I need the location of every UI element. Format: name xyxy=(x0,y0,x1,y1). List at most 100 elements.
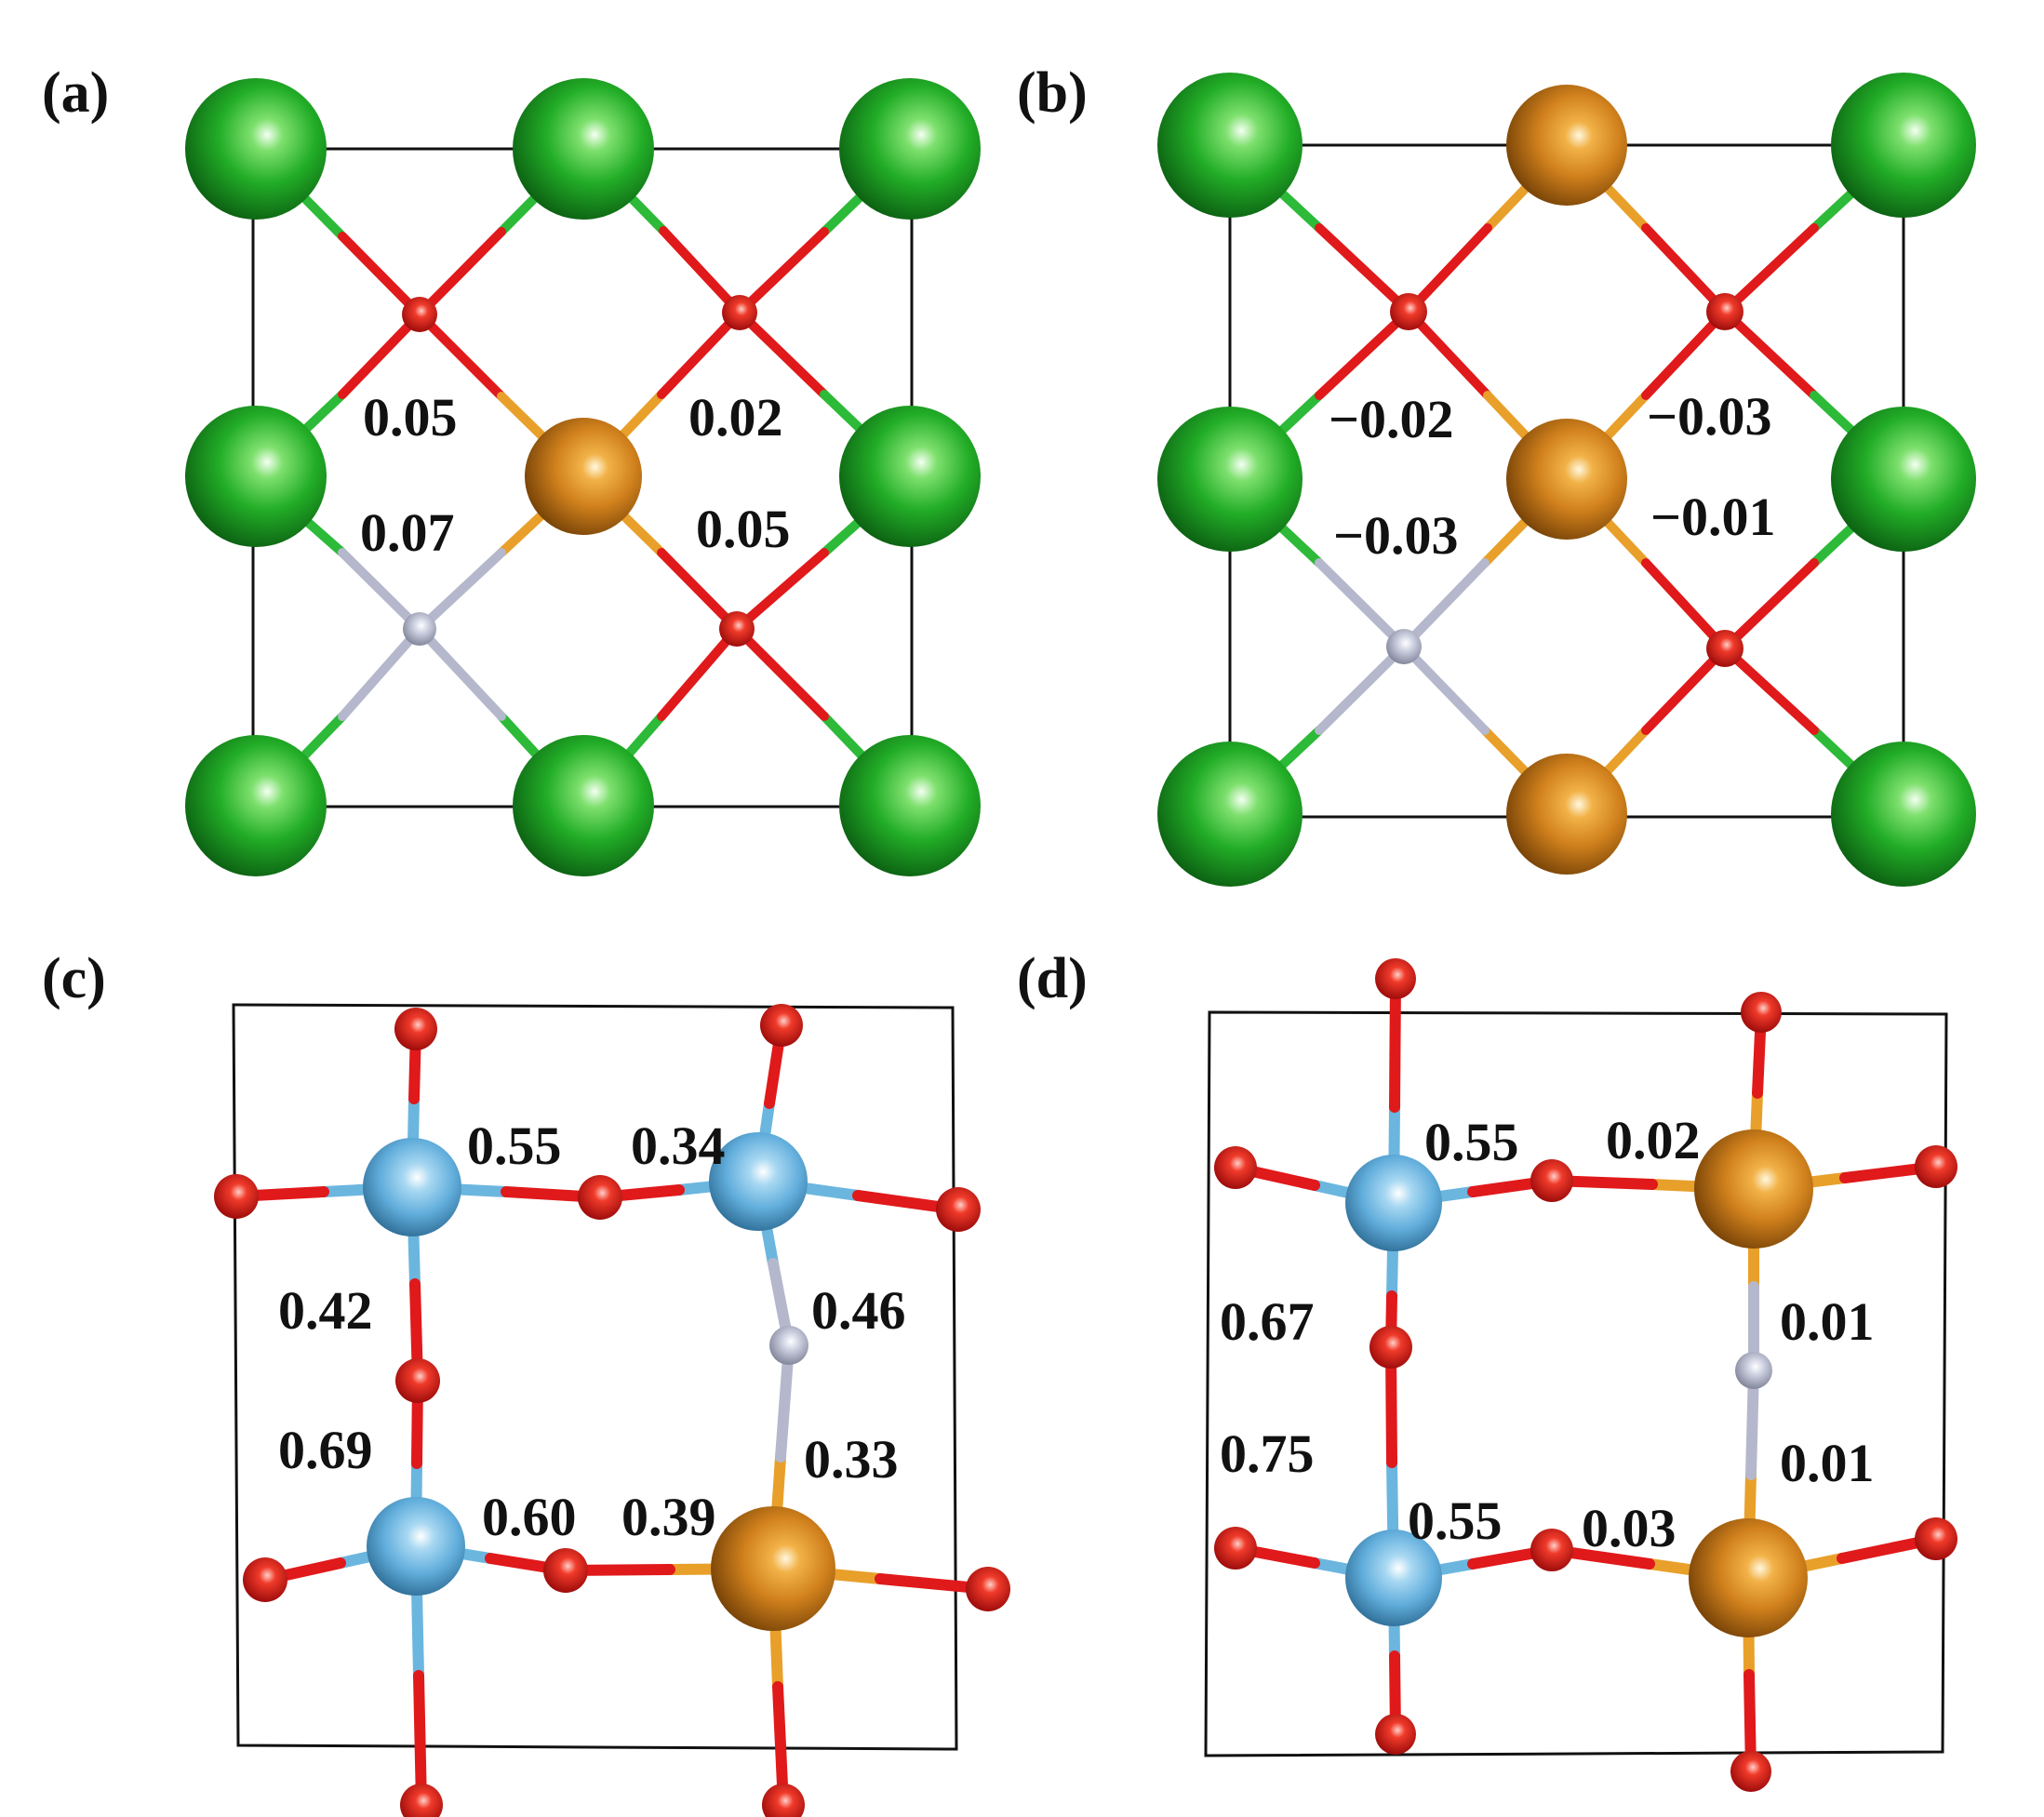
bond-value: 0.02 xyxy=(1606,1110,1701,1170)
red-atom xyxy=(395,1358,440,1403)
bond-value: 0.46 xyxy=(811,1280,906,1341)
bond xyxy=(657,624,741,721)
bond-value: 0.05 xyxy=(363,387,458,448)
orange-atom xyxy=(1506,754,1627,875)
bond xyxy=(338,548,424,634)
panel-label-a: (a) xyxy=(42,61,109,125)
bond-value: 0.07 xyxy=(360,502,455,563)
bond xyxy=(732,548,829,634)
bond xyxy=(735,227,829,317)
red-atom xyxy=(1530,1159,1573,1202)
bond xyxy=(1720,558,1819,653)
bond xyxy=(338,624,424,721)
bond xyxy=(1404,307,1492,400)
bond-value: 0.03 xyxy=(1582,1498,1677,1558)
bond xyxy=(1315,642,1409,735)
bond-value: 0.69 xyxy=(278,1420,373,1480)
bond xyxy=(657,308,744,399)
bond xyxy=(1720,307,1819,400)
red-atom xyxy=(1741,992,1782,1033)
green-atom xyxy=(1157,407,1303,552)
panel-b: (b) −0.02 −0.03 −0.03 −0.01 xyxy=(1017,61,1976,887)
orange-atom xyxy=(1689,1518,1808,1637)
bonds xyxy=(231,1020,994,1810)
red-atom xyxy=(966,1567,1010,1611)
bond xyxy=(415,310,506,401)
green-atom xyxy=(839,735,981,876)
bond xyxy=(1399,558,1490,651)
unit-cell-box xyxy=(232,1003,958,1751)
red-atom xyxy=(1730,1751,1771,1792)
panel-label-c: (c) xyxy=(42,947,106,1010)
green-atom xyxy=(185,78,327,220)
orange-atom xyxy=(1506,419,1627,540)
orange-atom xyxy=(1694,1129,1813,1249)
bond xyxy=(735,308,829,399)
red-atom xyxy=(1390,293,1427,330)
bond xyxy=(1315,558,1409,651)
red-atom xyxy=(1706,293,1743,330)
bond-value: 0.67 xyxy=(1220,1291,1315,1352)
bond xyxy=(1315,223,1413,316)
blue-atom xyxy=(363,1138,461,1236)
red-atom xyxy=(1915,1517,1957,1560)
bond-value: −0.03 xyxy=(1333,505,1459,566)
green-atom xyxy=(185,735,327,876)
bond-value: 0.33 xyxy=(804,1429,899,1490)
gray-atom xyxy=(403,612,436,646)
red-atom xyxy=(1375,958,1416,999)
bond-value: −0.03 xyxy=(1647,386,1772,447)
bond-value: 0.05 xyxy=(696,499,791,559)
red-atom xyxy=(1214,1527,1257,1570)
panel-c: (c) 0.55 0.34 0.42 0.46 0.69 0.33 0.60 0… xyxy=(42,947,1010,1817)
orange-atom xyxy=(525,418,642,535)
gray-atom xyxy=(769,1326,808,1365)
bond-value: −0.02 xyxy=(1329,389,1454,449)
green-atom xyxy=(1831,741,1976,887)
bond-value: 0.55 xyxy=(1424,1112,1519,1172)
green-atom xyxy=(513,735,654,876)
bond xyxy=(415,624,506,721)
panel-label-b: (b) xyxy=(1017,61,1088,125)
bond xyxy=(1389,973,1401,1113)
bond xyxy=(338,232,424,319)
bond xyxy=(657,548,741,634)
orange-atom xyxy=(1506,85,1627,206)
red-atom xyxy=(1369,1326,1412,1369)
unit-cell-box xyxy=(1204,1010,1948,1757)
green-atom xyxy=(1831,407,1976,552)
bond xyxy=(732,624,829,721)
bond-value: 0.60 xyxy=(482,1487,577,1547)
bond-value: 0.34 xyxy=(631,1116,726,1176)
bond-value: 0.55 xyxy=(467,1116,562,1176)
red-atom xyxy=(243,1557,287,1602)
bond-value: −0.01 xyxy=(1650,487,1776,547)
bond xyxy=(1720,223,1819,316)
bond-value: 0.01 xyxy=(1780,1291,1875,1352)
gray-atom xyxy=(1386,629,1422,664)
red-atom xyxy=(719,611,755,647)
panel-d: (d) 0.55 0.02 0.67 0.01 0.75 0.01 0.55 0… xyxy=(1017,947,1957,1792)
red-atom xyxy=(760,1004,803,1047)
red-atom xyxy=(394,1008,437,1050)
green-atom xyxy=(839,78,981,220)
red-atom xyxy=(1706,630,1743,667)
bond xyxy=(338,310,424,399)
red-atom xyxy=(936,1187,981,1232)
green-atom xyxy=(839,406,981,547)
bond xyxy=(1399,642,1490,735)
red-atom xyxy=(722,295,757,330)
blue-atom xyxy=(709,1132,808,1231)
blue-atom xyxy=(1345,1530,1442,1626)
bond xyxy=(1404,223,1492,316)
red-atom xyxy=(400,1784,443,1817)
red-atom xyxy=(402,297,437,332)
orange-atom xyxy=(711,1506,835,1631)
bond xyxy=(1641,558,1730,653)
bond-value: 0.01 xyxy=(1780,1433,1875,1493)
green-atom xyxy=(513,78,654,220)
red-atom xyxy=(1530,1529,1573,1571)
bond xyxy=(413,1670,427,1810)
bond-value: 0.42 xyxy=(278,1280,373,1341)
